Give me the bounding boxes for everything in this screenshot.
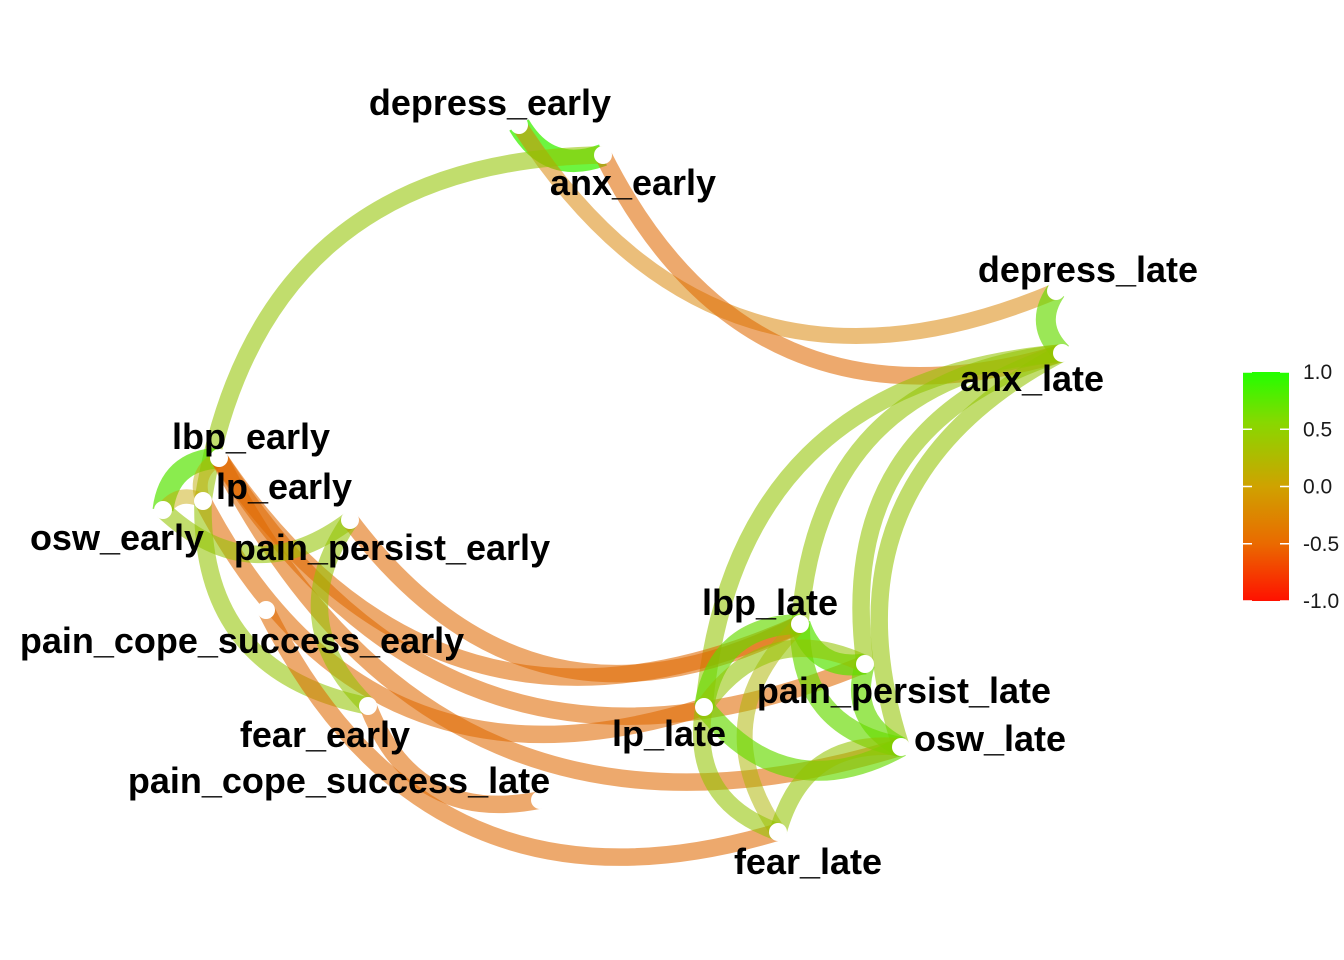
node-pain_persist_late[interactable]	[856, 655, 874, 673]
legend-tick-label: -0.5	[1303, 533, 1339, 556]
edge-pain_persist_late-lp_late	[696, 639, 869, 713]
edge-pain_persist_early-fear_early	[310, 515, 375, 713]
edge-lp_late-osw_late	[696, 700, 906, 781]
legend-ticks: 1.0 0.5 0.0 -0.5 -1.0	[1243, 361, 1339, 613]
node-anx_early[interactable]	[594, 146, 612, 164]
node-label-pain_cope_success_late: pain_cope_success_late	[128, 760, 550, 801]
node-lp_early[interactable]	[194, 492, 212, 510]
node-label-anx_late: anx_late	[960, 358, 1104, 399]
node-label-osw_early: osw_early	[30, 517, 204, 558]
labels-layer: depress_early anx_early depress_late anx_la…	[20, 82, 1198, 882]
node-label-osw_late: osw_late	[914, 718, 1066, 759]
edge-pain_cope_success_early-fear_late	[258, 606, 781, 866]
node-depress_late[interactable]	[1047, 282, 1065, 300]
legend-tick-label: 0.0	[1303, 476, 1332, 499]
edge-depress_late-anx_late	[1035, 285, 1070, 361]
node-lp_late[interactable]	[695, 698, 713, 716]
edge-anx_late-lp_late	[695, 344, 1063, 708]
edge-anx_late-osw_late	[870, 345, 1067, 750]
node-lbp_late[interactable]	[791, 615, 809, 633]
edge-lbp_early-osw_early	[152, 447, 220, 512]
edges-layer	[152, 118, 1070, 866]
node-depress_early[interactable]	[510, 116, 528, 134]
nodes-layer	[154, 116, 1071, 841]
node-lbp_early[interactable]	[210, 449, 228, 467]
edge-anx_late-pain_persist_late	[852, 344, 1065, 666]
edge-lbp_early-osw_late	[211, 454, 904, 791]
node-label-anx_early: anx_early	[550, 162, 716, 203]
node-label-lp_early: lp_early	[216, 466, 352, 507]
node-fear_late[interactable]	[769, 823, 787, 841]
edge-lp_late-fear_late	[692, 705, 782, 841]
node-label-fear_late: fear_late	[734, 841, 882, 882]
node-label-depress_late: depress_late	[978, 249, 1198, 290]
node-pain_cope_success_late[interactable]	[531, 791, 549, 809]
node-fear_early[interactable]	[359, 697, 377, 715]
node-osw_early[interactable]	[154, 501, 172, 519]
node-label-depress_early: depress_early	[369, 82, 611, 123]
legend-tick-label: 0.5	[1303, 418, 1332, 441]
node-label-fear_early: fear_early	[240, 714, 410, 755]
node-label-pain_persist_late: pain_persist_late	[757, 670, 1051, 711]
legend-tick-label: -1.0	[1303, 590, 1339, 613]
edge-lp_early-lp_late	[195, 496, 707, 744]
edge-anx_early-lp_early	[194, 146, 604, 503]
edge-osw_early-pain_persist_early	[157, 503, 356, 564]
node-label-lbp_early: lbp_early	[172, 416, 330, 457]
node-label-pain_cope_success_early: pain_cope_success_early	[20, 620, 464, 661]
color-legend: 1.0 0.5 0.0 -0.5 -1.0	[1243, 361, 1339, 613]
node-pain_cope_success_early[interactable]	[257, 601, 275, 619]
edge-fear_early-pain_cope_success_late	[359, 702, 542, 814]
legend-tick-label: 1.0	[1303, 361, 1332, 384]
node-pain_persist_early[interactable]	[341, 511, 359, 529]
node-label-pain_persist_early: pain_persist_early	[234, 527, 550, 568]
node-osw_late[interactable]	[892, 738, 910, 756]
node-label-lp_late: lp_late	[612, 713, 726, 754]
node-label-lbp_late: lbp_late	[702, 582, 838, 623]
edge-osw_late-fear_late	[769, 737, 902, 835]
node-anx_late[interactable]	[1053, 344, 1071, 362]
